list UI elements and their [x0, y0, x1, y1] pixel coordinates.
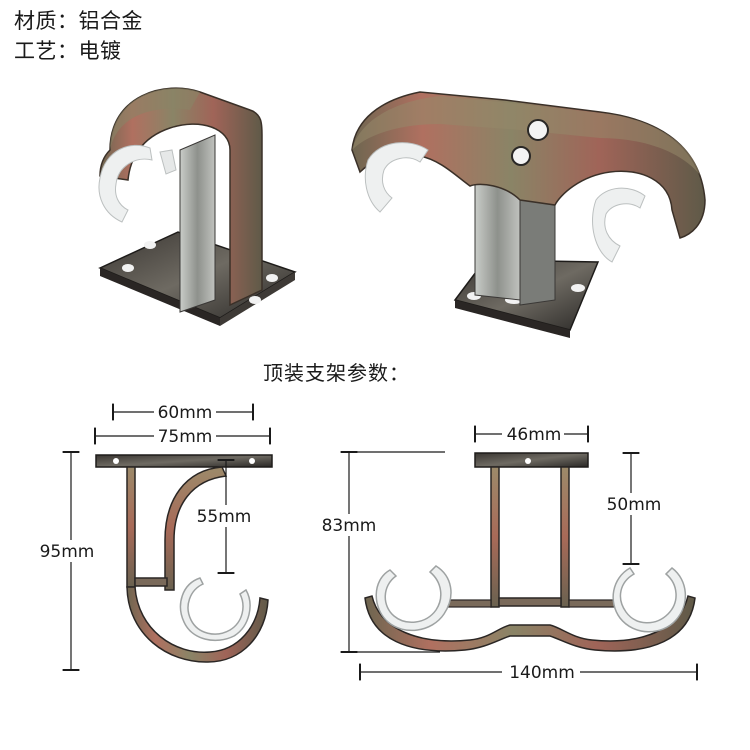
double-bracket-photo	[351, 91, 706, 338]
process-spec: 工艺：电镀	[14, 39, 122, 63]
single-bracket-photo	[98, 87, 297, 326]
dimension-labels: 60mm 75mm 95mm 55mm 46mm 83mm 50mm 140mm	[38, 402, 664, 683]
material-spec: 材质：铝合金	[14, 9, 143, 33]
double-height-total-label: 83mm	[322, 516, 377, 536]
single-height-arm-label: 55mm	[197, 507, 252, 527]
single-bracket-diagram	[95, 454, 273, 663]
section-title: 顶装支架参数：	[263, 361, 410, 385]
single-width-inner-label: 60mm	[158, 403, 213, 423]
single-width-outer-label: 75mm	[158, 427, 213, 447]
double-width-total-label: 140mm	[509, 663, 575, 683]
double-height-arm-label: 50mm	[607, 495, 662, 515]
double-top-width-label: 46mm	[507, 425, 562, 445]
double-bracket-diagram	[364, 452, 696, 652]
single-height-total-label: 95mm	[40, 542, 95, 562]
